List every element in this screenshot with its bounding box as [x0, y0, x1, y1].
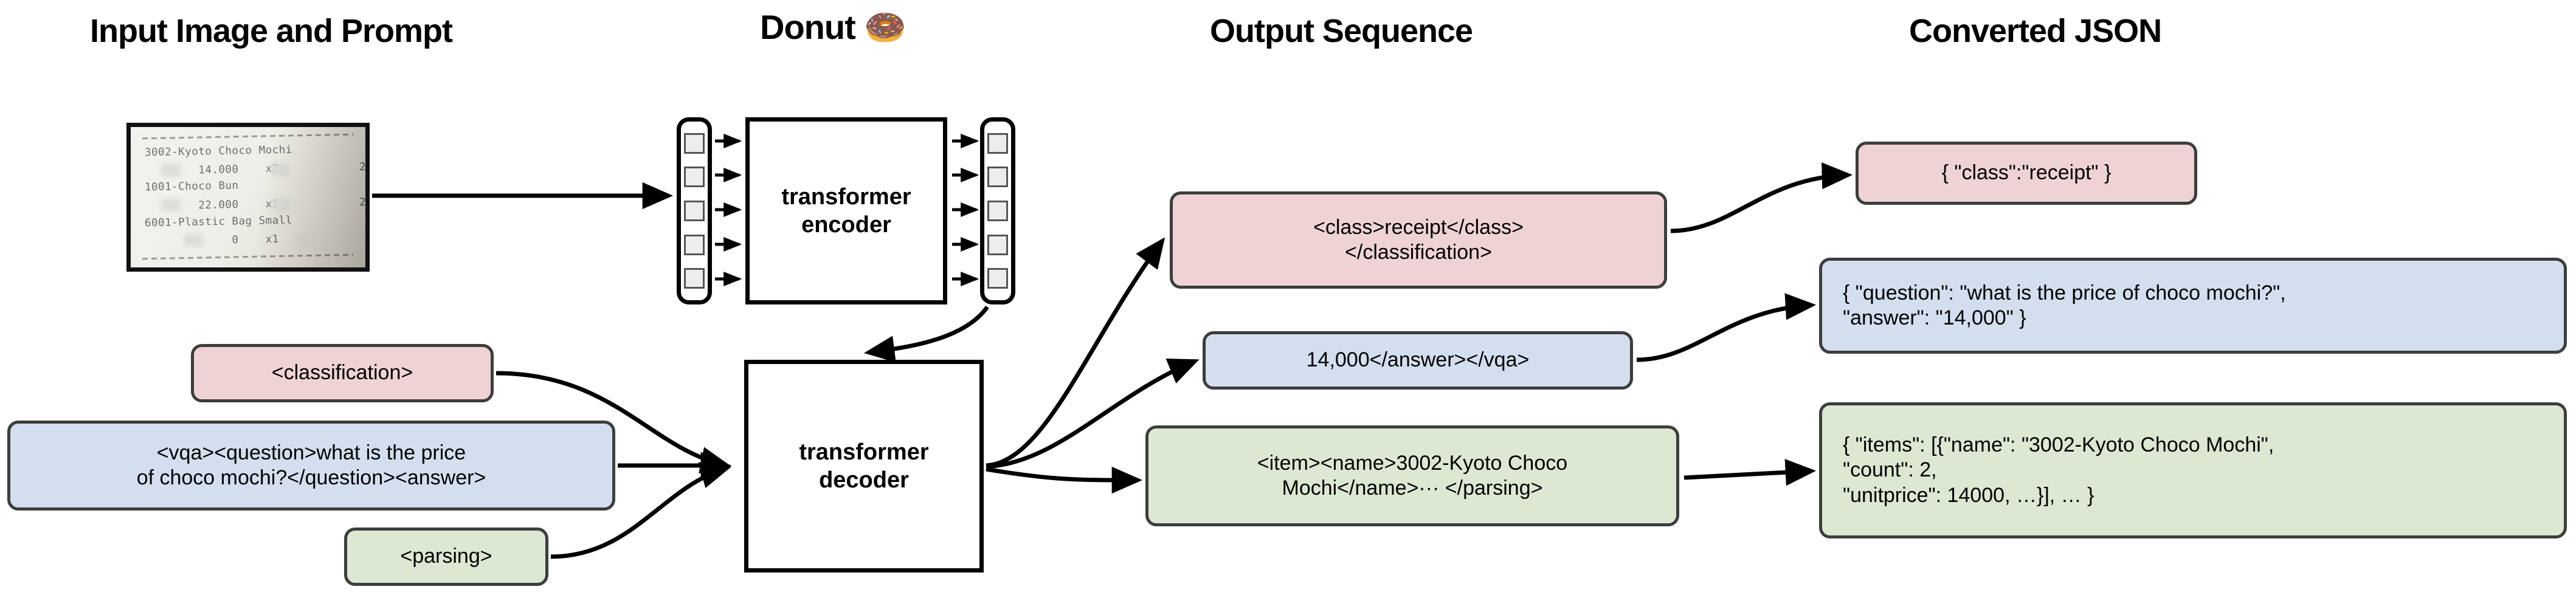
- transformer-decoder: transformer decoder: [744, 360, 984, 572]
- output-token: [987, 268, 1008, 289]
- output-classification[interactable]: <class>receipt</class> </classification>: [1170, 191, 1667, 289]
- receipt-redaction-4: [272, 163, 290, 176]
- receipt-redaction-3: [184, 234, 204, 247]
- transformer-encoder: transformer encoder: [745, 117, 947, 304]
- wire-encoder-to-decoder: [864, 305, 989, 363]
- receipt-redaction-1: [161, 163, 181, 176]
- wire-output-to-json-vqa: [1636, 293, 1817, 362]
- output-token: [987, 167, 1008, 188]
- receipt-line-5: 0 x1 0: [232, 233, 280, 247]
- header-input-image-and-prompt: Input Image and Prompt: [90, 13, 453, 49]
- wire-output-to-json-classification: [1670, 162, 1853, 233]
- receipt-redaction-2: [161, 199, 181, 211]
- receipt-redaction-6: [296, 234, 314, 247]
- json-classification[interactable]: { "class":"receipt" }: [1856, 142, 2197, 205]
- output-token: [987, 200, 1008, 221]
- receipt-line-0: 3002-Kyoto Choco Mochi: [144, 143, 293, 159]
- wire-decoder-to-output-parsing: [986, 466, 1143, 494]
- input-token: [684, 132, 705, 154]
- input-token: [684, 167, 705, 188]
- receipt-divider-bottom: [142, 253, 354, 260]
- input-token: [684, 268, 705, 289]
- output-parsing[interactable]: <item><name>3002-Kyoto Choco Mochi</name…: [1145, 425, 1679, 526]
- receipt-line-2: 1001-Choco Bun: [144, 179, 239, 194]
- header-donut: Donut 🍩: [760, 8, 906, 46]
- wire-output-to-json-parsing: [1683, 459, 1817, 486]
- header-converted-json: Converted JSON: [1909, 13, 2162, 49]
- encoder-output-token-strip: [980, 117, 1015, 304]
- prompt-classification[interactable]: <classification>: [191, 344, 494, 402]
- json-vqa[interactable]: { "question": "what is the price of choc…: [1819, 258, 2567, 354]
- receipt-divider-top: [142, 133, 354, 140]
- prompt-parsing[interactable]: <parsing>: [344, 528, 548, 586]
- receipt-line-4: 6001-Plastic Bag Small: [144, 214, 293, 230]
- output-token: [987, 234, 1008, 255]
- output-token: [987, 132, 1008, 154]
- receipt-redaction-5: [272, 199, 290, 211]
- json-parsing[interactable]: { "items": [{"name": "3002-Kyoto Choco M…: [1819, 402, 2567, 538]
- header-output-sequence: Output Sequence: [1210, 13, 1473, 49]
- encoder-input-token-strip: [677, 117, 712, 304]
- output-vqa[interactable]: 14,000</answer></vqa>: [1203, 331, 1633, 390]
- receipt-paper: 3002-Kyoto Choco Mochi 14.000 x2 28.000 …: [131, 127, 365, 267]
- input-token: [684, 200, 705, 221]
- receipt-image: 3002-Kyoto Choco Mochi 14.000 x2 28.000 …: [126, 123, 370, 272]
- prompt-vqa[interactable]: <vqa><question>what is the price of choc…: [7, 421, 615, 511]
- input-token: [684, 234, 705, 255]
